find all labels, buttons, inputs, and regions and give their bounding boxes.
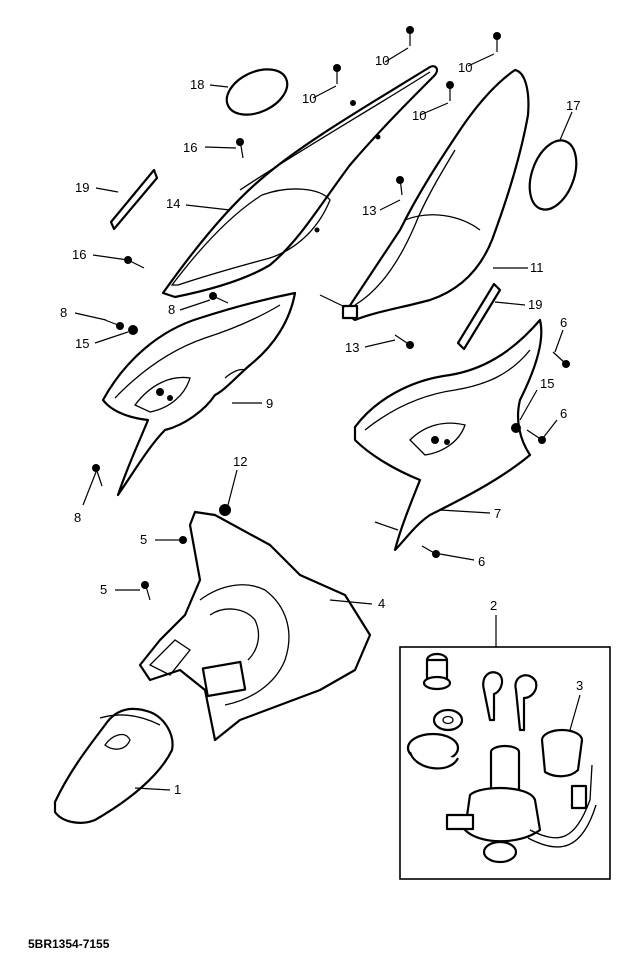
- callout-5b: 5: [100, 582, 107, 597]
- callout-19a: 19: [75, 180, 89, 195]
- part-19-label-left: [109, 168, 159, 231]
- callout-16a: 16: [183, 140, 197, 155]
- part-4-inner-panel: [138, 510, 372, 742]
- callout-10d: 10: [412, 108, 426, 123]
- screw-6c: [421, 545, 440, 558]
- callout-1: 1: [174, 782, 181, 797]
- part-9-lower-cover-left: [101, 291, 297, 497]
- callout-14: 14: [166, 196, 180, 211]
- screw-5b: [141, 581, 151, 601]
- part-19-label-right: [456, 282, 502, 351]
- screw-10b: [333, 64, 341, 84]
- callout-2: 2: [490, 598, 497, 613]
- part-18-emblem: [225, 68, 289, 116]
- callout-8c: 8: [74, 510, 81, 525]
- callout-8a: 8: [60, 305, 67, 320]
- screw-8c: [92, 464, 103, 487]
- screw-10d: [446, 81, 454, 101]
- drawing-code: 5BR1354-7155: [28, 937, 110, 951]
- part-11-side-cover-right: [343, 68, 530, 322]
- leader-lines: [74, 47, 581, 791]
- screw-8a: [104, 319, 124, 330]
- callout-6c: 6: [478, 554, 485, 569]
- callout-5a: 5: [140, 532, 147, 547]
- callout-16b: 16: [72, 247, 86, 262]
- callout-15a: 15: [75, 336, 89, 351]
- part-2-lock-set-parts: [406, 652, 597, 864]
- part-7-lower-cover-right: [353, 318, 543, 552]
- screw-8b: [209, 292, 229, 304]
- callout-11: 11: [530, 260, 544, 275]
- callout-19b: 19: [528, 297, 542, 312]
- callout-17: 17: [566, 98, 580, 113]
- callout-10c: 10: [458, 60, 472, 75]
- callout-15b: 15: [540, 376, 554, 391]
- nut-12: [219, 504, 231, 516]
- part-14-side-cover-left: [161, 65, 439, 299]
- screw-5a: [170, 536, 187, 544]
- screw-13a: [396, 176, 404, 196]
- callout-10b: 10: [302, 91, 316, 106]
- nut-15a: [128, 325, 138, 335]
- callout-3: 3: [576, 678, 583, 693]
- screw-6a: [552, 351, 570, 368]
- callout-6a: 6: [560, 315, 567, 330]
- callout-12: 12: [233, 454, 247, 469]
- callout-13a: 13: [362, 203, 376, 218]
- screw-10a: [406, 26, 414, 46]
- screw-16a: [236, 138, 244, 159]
- callout-6b: 6: [560, 406, 567, 421]
- callout-10a: 10: [375, 53, 389, 68]
- screw-16b: [124, 256, 145, 269]
- screw-10c: [493, 32, 501, 52]
- callout-7: 7: [494, 506, 501, 521]
- part-2-lock-set-box: [399, 646, 611, 880]
- callout-18: 18: [190, 77, 204, 92]
- callout-9: 9: [266, 396, 273, 411]
- part-1-small-cover: [53, 707, 174, 824]
- part-17-emblem: [528, 139, 578, 211]
- screw-13b: [394, 334, 414, 349]
- screw-6b: [526, 429, 546, 444]
- callout-13b: 13: [345, 340, 359, 355]
- callout-8b: 8: [168, 302, 175, 317]
- nut-15b: [511, 423, 521, 433]
- callout-4: 4: [378, 596, 385, 611]
